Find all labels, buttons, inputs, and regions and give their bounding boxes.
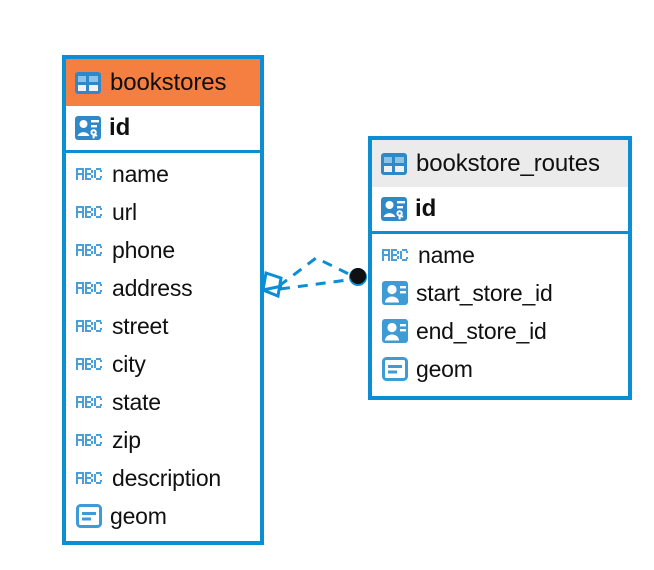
- field-row-zip[interactable]: zip: [66, 421, 260, 459]
- abc-text-icon: [76, 430, 104, 450]
- field-row-end-store-id[interactable]: end_store_id: [372, 312, 628, 350]
- entity-header-bookstore-routes[interactable]: bookstore_routes: [372, 140, 628, 187]
- field-label: url: [112, 198, 137, 225]
- field-row-start-store-id[interactable]: start_store_id: [372, 274, 628, 312]
- field-label: zip: [112, 426, 141, 453]
- field-list-bookstore-routes: name start_store_id: [372, 234, 628, 388]
- primary-key-label: id: [415, 195, 437, 222]
- entity-header-bookstores[interactable]: bookstores: [66, 59, 260, 106]
- primary-key-row-bookstore-routes[interactable]: id: [372, 187, 628, 234]
- field-label: geom: [110, 502, 167, 529]
- field-label: address: [112, 274, 193, 301]
- field-row-url[interactable]: url: [66, 193, 260, 231]
- relationship-line-lower: [279, 277, 356, 291]
- field-list-bookstores: name: [66, 153, 260, 535]
- table-icon: [381, 152, 407, 175]
- field-row-name[interactable]: name: [372, 236, 628, 274]
- field-label: city: [112, 350, 146, 377]
- abc-text-icon: [76, 202, 104, 222]
- entity-bookstore-routes[interactable]: bookstore_routes id: [368, 136, 632, 400]
- entity-bookstores[interactable]: bookstores id: [62, 55, 264, 545]
- crows-foot-diamond-marker: [261, 271, 283, 299]
- abc-text-icon: [76, 316, 104, 336]
- foreign-key-icon: [382, 319, 408, 343]
- abc-text-icon: [382, 245, 410, 265]
- field-row-geom[interactable]: geom: [66, 497, 260, 535]
- abc-text-icon: [76, 164, 104, 184]
- entity-title: bookstores: [110, 68, 227, 96]
- abc-text-icon: [76, 468, 104, 488]
- abc-text-icon: [76, 278, 104, 298]
- field-label: start_store_id: [416, 279, 553, 306]
- field-label: geom: [416, 355, 473, 382]
- field-label: street: [112, 312, 169, 339]
- field-label: phone: [112, 236, 175, 263]
- relationship-line-upper: [278, 256, 356, 288]
- field-label: description: [112, 464, 222, 491]
- field-label: state: [112, 388, 161, 415]
- field-label: name: [418, 241, 475, 268]
- abc-text-icon: [76, 392, 104, 412]
- field-row-description[interactable]: description: [66, 459, 260, 497]
- field-row-geom[interactable]: geom: [372, 350, 628, 388]
- primary-key-row-bookstores[interactable]: id: [66, 106, 260, 153]
- primary-key-icon: [75, 116, 101, 140]
- entity-title: bookstore_routes: [416, 149, 600, 177]
- primary-key-label: id: [109, 114, 131, 141]
- field-row-city[interactable]: city: [66, 345, 260, 383]
- table-icon: [75, 71, 101, 94]
- relationship-endpoint-circle: [349, 268, 367, 286]
- field-row-address[interactable]: address: [66, 269, 260, 307]
- field-row-phone[interactable]: phone: [66, 231, 260, 269]
- primary-key-icon: [381, 197, 407, 221]
- field-row-state[interactable]: state: [66, 383, 260, 421]
- field-row-street[interactable]: street: [66, 307, 260, 345]
- geometry-icon: [382, 357, 408, 381]
- field-label: name: [112, 160, 169, 187]
- field-row-name[interactable]: name: [66, 155, 260, 193]
- abc-text-icon: [76, 354, 104, 374]
- field-label: end_store_id: [416, 317, 547, 344]
- foreign-key-icon: [382, 281, 408, 305]
- abc-text-icon: [76, 240, 104, 260]
- geometry-icon: [76, 504, 102, 528]
